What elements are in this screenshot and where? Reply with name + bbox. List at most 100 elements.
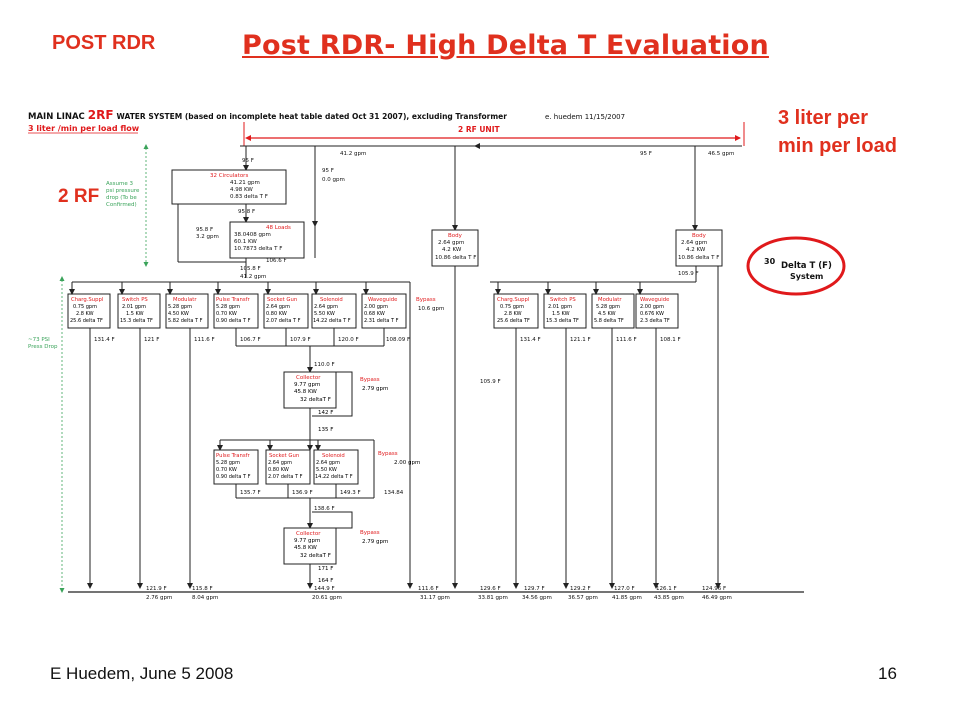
svg-text:Solenoid: Solenoid bbox=[322, 453, 345, 459]
svg-text:60.1 KW: 60.1 KW bbox=[234, 239, 257, 245]
svg-text:4.98 KW: 4.98 KW bbox=[230, 187, 253, 193]
svg-text:108.1 F: 108.1 F bbox=[660, 337, 681, 343]
svg-text:129.6 F: 129.6 F bbox=[480, 586, 501, 592]
svg-text:138.6 F: 138.6 F bbox=[314, 506, 335, 512]
svg-text:95 F: 95 F bbox=[640, 151, 652, 157]
svg-text:Assume 3: Assume 3 bbox=[106, 181, 133, 187]
svg-text:38.0408 gpm: 38.0408 gpm bbox=[234, 232, 271, 238]
svg-text:15.3 delta TF: 15.3 delta TF bbox=[546, 318, 579, 324]
svg-text:4.50 KW: 4.50 KW bbox=[168, 311, 189, 317]
svg-text:2.00 gpm: 2.00 gpm bbox=[394, 460, 420, 466]
svg-text:124.96 F: 124.96 F bbox=[702, 586, 726, 592]
svg-text:105.8 F: 105.8 F bbox=[240, 266, 261, 272]
svg-text:2.64 gpm: 2.64 gpm bbox=[438, 240, 464, 246]
svg-text:2.01 gpm: 2.01 gpm bbox=[122, 304, 146, 310]
footer-author-date: E Huedem, June 5 2008 bbox=[50, 664, 234, 683]
svg-text:System: System bbox=[790, 272, 823, 281]
corner-title: POST RDR bbox=[52, 32, 156, 54]
svg-text:171 F: 171 F bbox=[318, 566, 333, 572]
svg-text:32 deltaT F: 32 deltaT F bbox=[300, 397, 331, 403]
svg-text:0.75 gpm: 0.75 gpm bbox=[73, 304, 97, 310]
svg-text:0.80 KW: 0.80 KW bbox=[266, 311, 287, 317]
svg-text:106.6 F: 106.6 F bbox=[266, 258, 287, 264]
svg-text:46.5 gpm: 46.5 gpm bbox=[708, 151, 734, 157]
svg-text:4.2 KW: 4.2 KW bbox=[686, 247, 706, 253]
svg-text:127.0 F: 127.0 F bbox=[614, 586, 635, 592]
svg-text:5.50 KW: 5.50 KW bbox=[316, 467, 337, 473]
svg-text:164 F: 164 F bbox=[318, 578, 333, 584]
svg-text:25.6 delta TF: 25.6 delta TF bbox=[497, 318, 530, 324]
svg-text:~73 PSI: ~73 PSI bbox=[28, 337, 50, 343]
svg-text:Switch PS: Switch PS bbox=[122, 297, 148, 303]
svg-text:Bypass: Bypass bbox=[416, 297, 436, 303]
svg-text:Collector: Collector bbox=[296, 531, 321, 537]
svg-text:126.1 F: 126.1 F bbox=[656, 586, 677, 592]
svg-text:2.3 delta TF: 2.3 delta TF bbox=[640, 318, 670, 324]
svg-text:2.76 gpm: 2.76 gpm bbox=[146, 595, 172, 601]
svg-text:10.86 delta T F: 10.86 delta T F bbox=[435, 255, 476, 261]
svg-text:Confirmed): Confirmed) bbox=[106, 202, 137, 208]
svg-text:Charg.Suppl: Charg.Suppl bbox=[497, 297, 529, 303]
svg-text:2.07 delta T F: 2.07 delta T F bbox=[268, 474, 303, 480]
svg-text:41.2 gpm: 41.2 gpm bbox=[240, 274, 266, 280]
svg-text:144.9 F: 144.9 F bbox=[314, 586, 335, 592]
svg-text:1.5 KW: 1.5 KW bbox=[126, 311, 144, 317]
svg-text:15.3 delta TF: 15.3 delta TF bbox=[120, 318, 153, 324]
header-rest: WATER SYSTEM (based on incomplete heat t… bbox=[117, 112, 508, 121]
bottom-temps: 121.9 F2.76 gpm 115.8 F8.04 gpm 144.9 F2… bbox=[146, 586, 732, 601]
svg-text:31.17 gpm: 31.17 gpm bbox=[420, 595, 450, 601]
svg-text:0.70 KW: 0.70 KW bbox=[216, 311, 237, 317]
delta-t-callout: 30 Delta T (F) System bbox=[746, 236, 846, 296]
svg-text:32 Circulators: 32 Circulators bbox=[210, 173, 248, 179]
svg-text:Bypass: Bypass bbox=[360, 530, 380, 536]
diagram-header: MAIN LINAC 2RF WATER SYSTEM (based on in… bbox=[28, 108, 507, 122]
svg-text:2.8 KW: 2.8 KW bbox=[76, 311, 94, 317]
svg-text:105.9 F: 105.9 F bbox=[678, 271, 699, 277]
svg-text:2.8 KW: 2.8 KW bbox=[504, 311, 522, 317]
svg-text:Body: Body bbox=[448, 233, 463, 239]
svg-text:2.79 gpm: 2.79 gpm bbox=[362, 539, 388, 545]
svg-text:134.84: 134.84 bbox=[384, 490, 404, 496]
header-author: e. huedem 11/15/2007 bbox=[545, 113, 625, 121]
svg-text:2.07 delta T F: 2.07 delta T F bbox=[266, 318, 301, 324]
svg-text:Pulse Transfr: Pulse Transfr bbox=[216, 453, 250, 459]
svg-text:32 deltaT F: 32 deltaT F bbox=[300, 553, 331, 559]
svg-text:0.676 KW: 0.676 KW bbox=[640, 311, 664, 317]
svg-text:5.28 gpm: 5.28 gpm bbox=[216, 460, 240, 466]
svg-text:48 Loads: 48 Loads bbox=[266, 225, 291, 231]
svg-text:Body: Body bbox=[692, 233, 707, 239]
svg-text:107.9 F: 107.9 F bbox=[290, 337, 311, 343]
svg-text:115.8 F: 115.8 F bbox=[192, 586, 213, 592]
svg-text:46.49 gpm: 46.49 gpm bbox=[702, 595, 732, 601]
svg-text:2.64 gpm: 2.64 gpm bbox=[681, 240, 707, 246]
svg-text:111.6 F: 111.6 F bbox=[616, 337, 637, 343]
svg-text:95.8 F: 95.8 F bbox=[196, 227, 213, 233]
svg-text:0.83 delta T F: 0.83 delta T F bbox=[230, 194, 268, 200]
svg-text:106.7 F: 106.7 F bbox=[240, 337, 261, 343]
slide-title: Post RDR- High Delta T Evaluation bbox=[242, 30, 769, 61]
svg-text:9.77 gpm: 9.77 gpm bbox=[294, 538, 320, 544]
svg-text:5.28 gpm: 5.28 gpm bbox=[168, 304, 192, 310]
svg-text:131.4 F: 131.4 F bbox=[94, 337, 115, 343]
svg-text:Modulatr: Modulatr bbox=[598, 297, 622, 303]
svg-text:Charg.Suppl: Charg.Suppl bbox=[71, 297, 103, 303]
svg-text:Socket Gun: Socket Gun bbox=[267, 297, 297, 303]
svg-text:10.7873 delta T F: 10.7873 delta T F bbox=[234, 246, 282, 252]
svg-text:2.01 gpm: 2.01 gpm bbox=[548, 304, 572, 310]
page-number: 16 bbox=[878, 664, 897, 683]
svg-text:0.80 KW: 0.80 KW bbox=[268, 467, 289, 473]
svg-text:25.6 delta TF: 25.6 delta TF bbox=[70, 318, 103, 324]
svg-text:43.85 gpm: 43.85 gpm bbox=[654, 595, 684, 601]
svg-text:Collector: Collector bbox=[296, 375, 321, 381]
rf-unit-label: 2 RF UNIT bbox=[458, 125, 500, 134]
body-box-right: Body 2.64 gpm 4.2 KW 10.86 delta T F 105… bbox=[675, 229, 723, 277]
header-prefix: MAIN LINAC bbox=[28, 112, 85, 122]
svg-text:Bypass: Bypass bbox=[378, 451, 398, 457]
svg-text:30: 30 bbox=[764, 257, 776, 266]
svg-text:psi pressure: psi pressure bbox=[106, 188, 140, 194]
svg-text:136.9 F: 136.9 F bbox=[292, 490, 313, 496]
